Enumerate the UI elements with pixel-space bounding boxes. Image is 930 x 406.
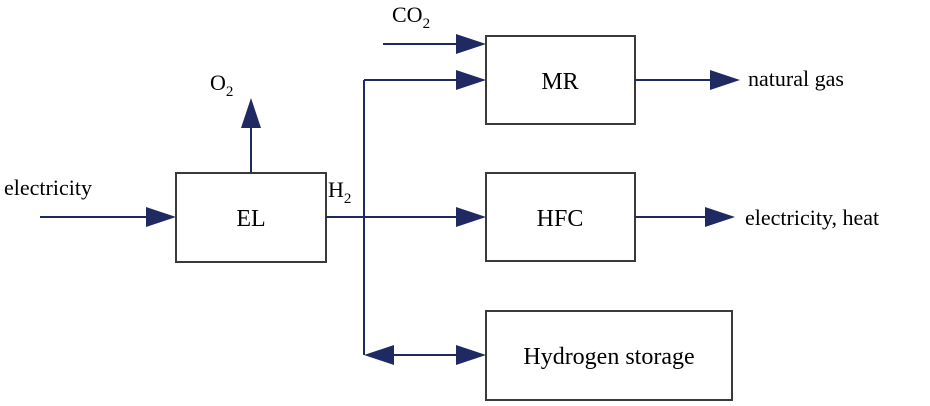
hydrogen-storage-box xyxy=(485,310,733,401)
electricity-input-label: electricity xyxy=(4,175,92,200)
mr-label: MR xyxy=(541,69,578,95)
el-label: EL xyxy=(236,206,265,232)
h2-to-hfc-arrowhead xyxy=(456,207,486,227)
h2-to-mr-arrowhead xyxy=(456,70,486,90)
co2-label-subscript: 2 xyxy=(423,16,431,32)
h2-label: H2 xyxy=(328,177,351,207)
co2-label: CO2 xyxy=(392,2,430,32)
co2-to-mr-arrowhead xyxy=(456,34,486,54)
co2-label-base: CO xyxy=(392,2,423,27)
natural-gas-label: natural gas xyxy=(748,66,844,91)
electricity-input-arrowhead xyxy=(146,207,176,227)
o2-label-base: O xyxy=(210,70,226,95)
storage-input-arrowhead xyxy=(456,345,486,365)
hfc-box xyxy=(485,172,636,262)
mr-box xyxy=(485,35,636,125)
hfc-label: HFC xyxy=(537,206,584,232)
h2-label-subscript: 2 xyxy=(344,191,352,207)
storage-return-arrowhead xyxy=(364,345,394,365)
o2-label: O2 xyxy=(210,70,233,100)
h2-label-base: H xyxy=(328,177,344,202)
el-box xyxy=(175,172,327,263)
o2-label-subscript: 2 xyxy=(226,84,234,100)
o2-output-arrowhead xyxy=(241,98,261,128)
natural-gas-output-arrowhead xyxy=(710,70,740,90)
electricity-heat-output-arrowhead xyxy=(705,207,735,227)
electricity-heat-label: electricity, heat xyxy=(745,205,879,230)
hydrogen-storage-label: Hydrogen storage xyxy=(523,344,694,370)
